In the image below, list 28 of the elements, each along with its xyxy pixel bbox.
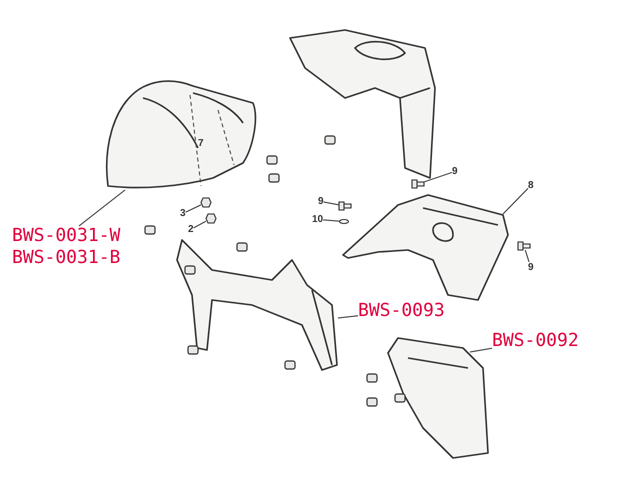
callout-number: 7 [198,138,204,149]
leader-line [524,250,530,262]
leader-line [78,190,126,226]
leader-line [322,219,340,222]
leader-line [193,220,206,228]
leader-line [502,188,528,214]
leader-line [470,348,492,352]
washer-drawing [339,219,349,224]
callout-number: 8 [528,180,534,191]
bolt-drawing [412,180,424,188]
nut-drawing [206,214,216,223]
part-number: BWS-0093 [358,301,445,321]
leader-line [185,204,202,213]
callout-number: 3 [180,208,186,219]
leader-line [323,202,340,206]
nut-drawing [201,198,211,207]
leader-line [424,172,452,182]
callout-number: 9 [452,166,458,177]
bolt-drawing [339,202,351,210]
bolt-drawing [518,242,530,250]
part-number: BWS-0031-B [12,248,120,268]
callout-number: 9 [318,196,324,207]
part-number: BWS-0092 [492,331,579,351]
part-number: BWS-0031-W [12,226,120,246]
leader-line [338,315,358,318]
callout-number: 2 [188,224,194,235]
callout-number: 10 [312,214,324,225]
callout-number: 9 [528,262,534,273]
